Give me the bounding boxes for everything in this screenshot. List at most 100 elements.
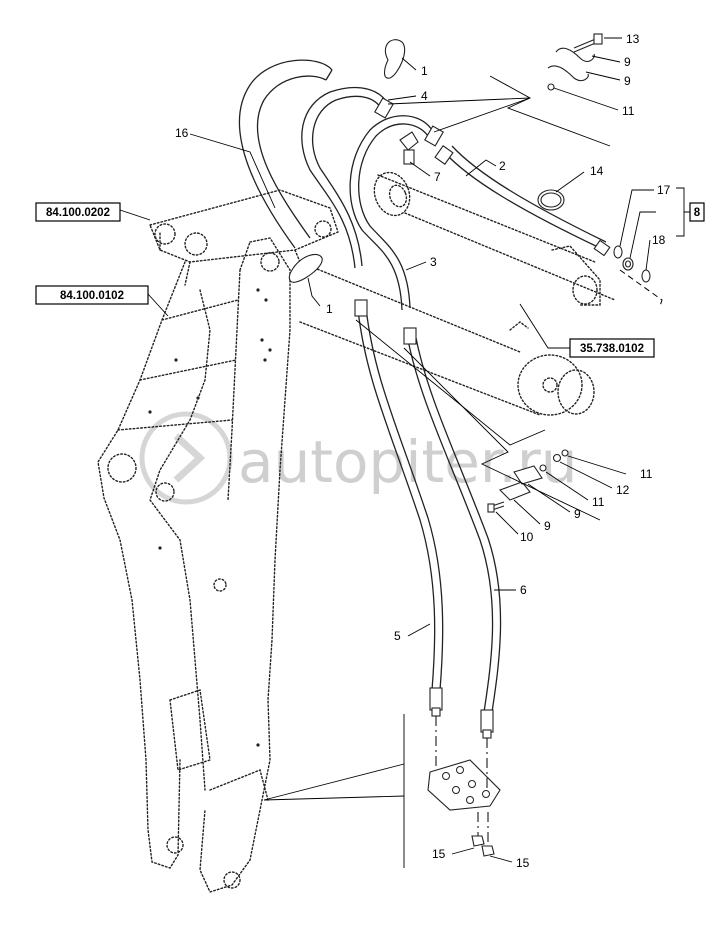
callout-11[interactable]: 11 — [592, 495, 605, 509]
callout-13[interactable]: 13 — [626, 32, 640, 46]
callout-9[interactable]: 9 — [574, 507, 581, 521]
callout-9[interactable]: 9 — [624, 55, 631, 69]
nut-11-far — [561, 449, 569, 457]
callout-5[interactable]: 5 — [394, 629, 401, 643]
seal-18 — [641, 269, 651, 283]
hose-5-outer — [357, 309, 436, 691]
callout-3[interactable]: 3 — [430, 255, 437, 269]
boom-foot-pivot-2 — [223, 871, 241, 889]
cylinder-rear-bore — [388, 184, 408, 208]
ref-box-84-100-0102[interactable]: 84.100.0102 — [35, 285, 149, 305]
clamp-9-lower-a — [499, 481, 531, 501]
cylinder-eye-hole — [542, 377, 558, 393]
callout-7[interactable]: 7 — [434, 170, 441, 184]
indicator-lines — [263, 75, 611, 868]
leader-11b — [567, 455, 627, 475]
nut-15-a — [471, 835, 485, 847]
leader-1b — [307, 277, 321, 307]
hose-2-fitting-top — [434, 145, 454, 165]
boom-assembly — [97, 189, 339, 893]
leader-16 — [189, 133, 276, 209]
callout-16[interactable]: 16 — [175, 126, 189, 140]
hose-6-outer — [407, 339, 494, 713]
hose-3-outer — [349, 115, 433, 311]
callout-2[interactable]: 2 — [499, 159, 506, 173]
ref-box-frame — [35, 202, 121, 222]
indicator-line-mid-1 — [355, 319, 546, 446]
hose-5-bottom-fitting — [429, 687, 443, 711]
callout-4[interactable]: 4 — [421, 89, 428, 103]
hose-6-bottom-fitting — [480, 709, 494, 733]
hose-6-bottom-nipple — [482, 729, 492, 739]
boom-upper-pivot-1 — [154, 223, 176, 245]
ref-box-35-738-0102[interactable]: 35.738.0102 — [569, 338, 655, 358]
boom-elbow-pivot — [107, 453, 137, 483]
cylinder-rear-end — [373, 171, 411, 217]
cylinder-rod-end — [572, 275, 598, 305]
watermark-logo-arrow — [173, 433, 206, 483]
clip-1-boom — [288, 253, 323, 283]
seal-kit-8-inner — [624, 260, 632, 268]
callout-8-label: 8 — [694, 207, 701, 219]
leader-3 — [405, 261, 427, 271]
cylinder-front-eye — [517, 354, 583, 416]
nut-15-b — [481, 845, 495, 857]
callout-14[interactable]: 14 — [590, 164, 604, 178]
callout-15[interactable]: 15 — [432, 847, 446, 861]
callout-1[interactable]: 1 — [326, 302, 333, 316]
fitting-7-nut — [403, 149, 415, 165]
hose-3-fitting — [424, 125, 444, 147]
hose-clamp-14-inner — [540, 192, 562, 208]
indicator-line-mid-2 — [403, 347, 601, 521]
callout-17[interactable]: 17 — [657, 183, 671, 197]
callout-10[interactable]: 10 — [520, 530, 534, 544]
boom-right-face — [199, 237, 291, 893]
leader-8-seal — [629, 211, 656, 259]
callout-12[interactable]: 12 — [616, 483, 630, 497]
callout-numbers: 13 9 9 1 4 11 16 2 7 14 17 18 3 1 11 12 … — [175, 32, 671, 870]
hose-16-inner — [256, 75, 327, 239]
ref-box-label: 84.100.0202 — [46, 207, 110, 219]
ref-box-frame — [569, 338, 655, 358]
leader-cylinder-ref — [519, 303, 570, 349]
leader-17 — [619, 189, 654, 247]
boom-inner-arm — [149, 289, 211, 791]
leader-9c — [527, 483, 571, 513]
callout-9[interactable]: 9 — [544, 519, 551, 533]
bolt-13-head — [593, 33, 603, 45]
callout-9[interactable]: 9 — [624, 74, 631, 88]
boom-front-pivot — [260, 252, 280, 272]
indicator-line-bottom-1 — [263, 763, 405, 801]
boom-top-plate — [149, 189, 339, 263]
callout-15[interactable]: 15 — [516, 856, 530, 870]
indicator-line-hose-3 — [433, 97, 531, 133]
connection-block — [427, 759, 501, 811]
callout-6[interactable]: 6 — [520, 583, 527, 597]
ref-box-8[interactable]: 8 — [689, 202, 705, 222]
leader-10 — [495, 511, 519, 535]
callout-18[interactable]: 18 — [652, 233, 666, 247]
callout-1[interactable]: 1 — [421, 64, 428, 78]
leader-18 — [645, 239, 651, 271]
callout-11[interactable]: 11 — [622, 104, 635, 118]
cylinder-front-bore — [557, 369, 595, 415]
hose-5-top-fitting — [354, 299, 368, 317]
cylinder-body-top — [377, 174, 616, 301]
callout-11[interactable]: 11 — [640, 467, 653, 481]
leader-4 — [387, 95, 417, 101]
hose-5-bottom-nipple — [431, 707, 441, 717]
leader-5 — [407, 623, 431, 637]
boom-mid-hole — [213, 578, 227, 592]
leader-15a — [451, 847, 475, 855]
hose-5-inner — [365, 307, 444, 691]
hoses — [238, 59, 611, 739]
leader-14 — [555, 171, 585, 193]
nut-11-top — [547, 83, 555, 91]
ref-box-84-100-0202[interactable]: 84.100.0202 — [35, 202, 121, 222]
fitting-7-body — [399, 131, 419, 151]
ref-box-frame — [689, 202, 705, 222]
hydraulic-cylinder — [299, 171, 663, 416]
clamp-9-lower — [547, 65, 589, 82]
hose-6-top-fitting — [403, 327, 417, 345]
